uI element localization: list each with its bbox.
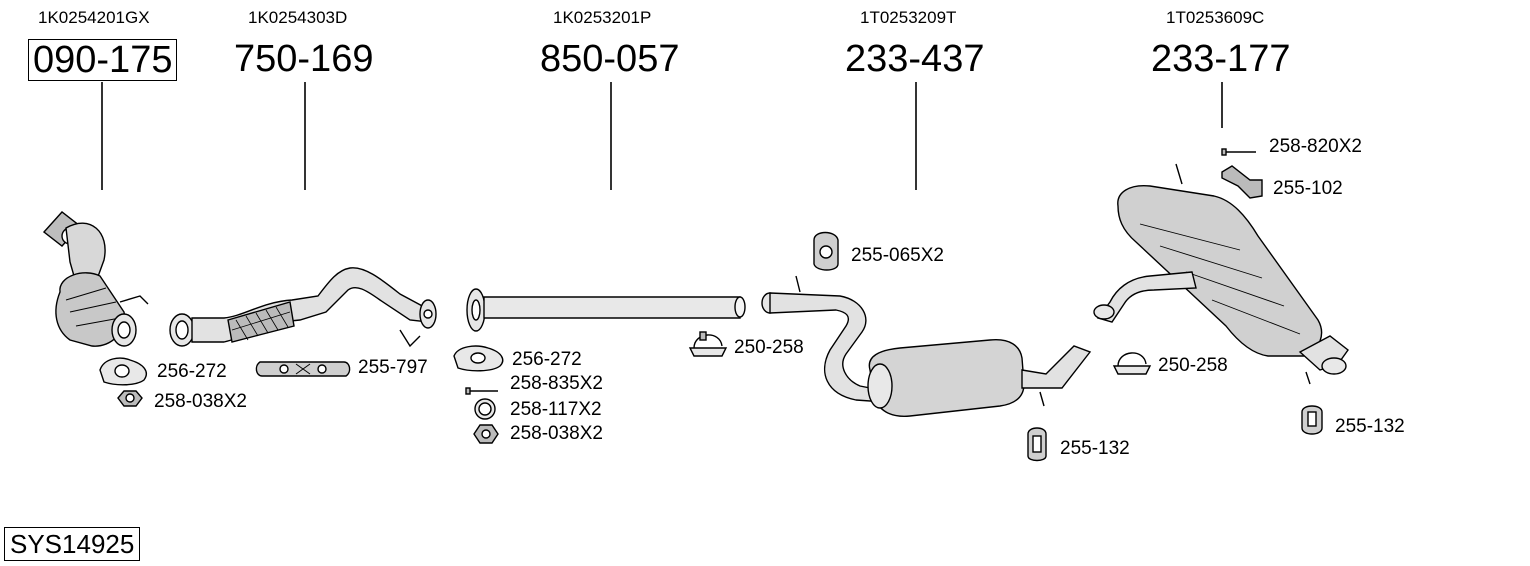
accessory-label[interactable]: 250-258 bbox=[734, 337, 804, 358]
accessory-label[interactable]: 258-038X2 bbox=[154, 391, 247, 412]
nut-icon bbox=[473, 424, 499, 444]
accessory-label[interactable]: 258-820X2 bbox=[1269, 136, 1362, 157]
accessory-label[interactable]: 250-258 bbox=[1158, 355, 1228, 376]
nut-icon bbox=[117, 390, 143, 407]
part-number[interactable]: 750-169 bbox=[234, 38, 374, 80]
gasket-icon bbox=[453, 345, 504, 372]
accessory-label[interactable]: 255-797 bbox=[358, 357, 428, 378]
heat-shield-icon bbox=[255, 361, 351, 377]
oem-number: 1T0253209T bbox=[860, 8, 957, 27]
part-number[interactable]: 090-175 bbox=[28, 39, 178, 81]
oem-number: 1K0253201P bbox=[553, 8, 652, 27]
gasket-icon bbox=[99, 357, 148, 386]
oem-number: 1K0254201GX bbox=[38, 8, 150, 27]
bolt-icon bbox=[465, 387, 498, 395]
system-code: SYS14925 bbox=[4, 527, 141, 561]
part-number[interactable]: 233-437 bbox=[845, 38, 985, 80]
accessory-label[interactable]: 256-272 bbox=[157, 361, 227, 382]
rubber-mount-icon bbox=[813, 231, 839, 271]
part-number[interactable]: 850-057 bbox=[540, 38, 680, 80]
oem-number: 1K0254303D bbox=[248, 8, 348, 27]
clamp-icon bbox=[688, 331, 728, 357]
front-pipe-icon bbox=[169, 267, 437, 348]
accessory-label[interactable]: 255-102 bbox=[1273, 178, 1343, 199]
ring-icon bbox=[474, 398, 496, 420]
accessory-label[interactable]: 258-038X2 bbox=[510, 423, 603, 444]
accessory-label[interactable]: 258-117X2 bbox=[510, 399, 602, 420]
accessory-label[interactable]: 258-835X2 bbox=[510, 373, 603, 394]
rubber-mount-icon bbox=[1301, 405, 1323, 435]
accessory-label[interactable]: 255-132 bbox=[1335, 416, 1405, 437]
bolt-icon bbox=[1221, 148, 1256, 156]
clamp-icon bbox=[1112, 352, 1152, 375]
accessory-label[interactable]: 255-065X2 bbox=[851, 245, 944, 266]
oem-number: 1T0253609C bbox=[1166, 8, 1265, 27]
accessory-label[interactable]: 256-272 bbox=[512, 349, 582, 370]
catalytic-converter-icon bbox=[42, 211, 149, 347]
rear-silencer-icon bbox=[1093, 163, 1349, 385]
intermediate-pipe-icon bbox=[466, 288, 746, 332]
rubber-mount-icon bbox=[1027, 427, 1047, 462]
accessory-label[interactable]: 255-132 bbox=[1060, 438, 1130, 459]
part-number[interactable]: 233-177 bbox=[1151, 38, 1291, 80]
center-silencer-icon bbox=[761, 275, 1092, 417]
bracket-icon bbox=[1221, 165, 1263, 199]
